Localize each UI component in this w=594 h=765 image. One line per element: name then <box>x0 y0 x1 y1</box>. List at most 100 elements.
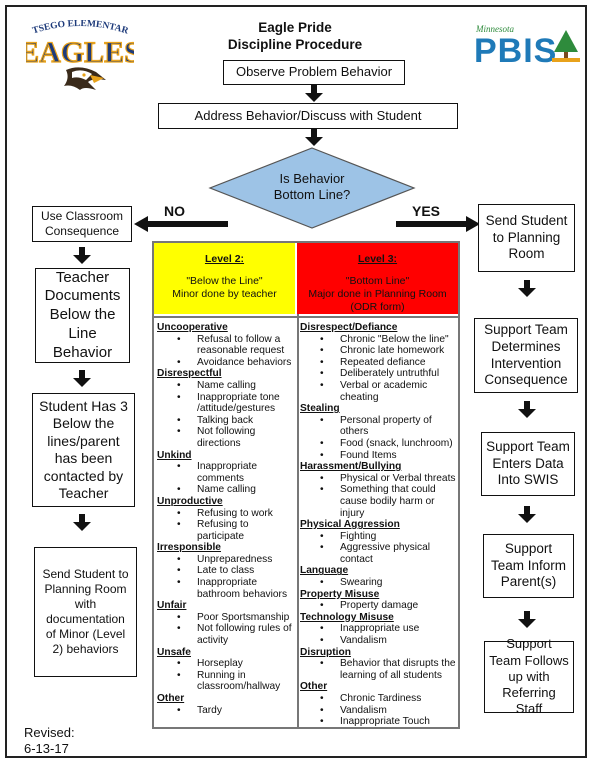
page-title: Eagle Pride Discipline Procedure <box>200 20 390 54</box>
behavior-item: Late to class <box>157 565 295 577</box>
behavior-list: HorseplayRunning in classroom/hallway <box>157 658 295 693</box>
eagles-logo: OTSEGO ELEMENTARY EAGLES <box>19 13 141 102</box>
level3-list: Disrespect/DefianceChronic "Below the li… <box>300 322 458 728</box>
left-step-4: Send Student to Planning Room with docum… <box>34 547 137 677</box>
behavior-item: Verbal or academic cheating <box>300 380 458 403</box>
right-step-3: Support Team Enters Data Into SWIS <box>481 432 575 496</box>
behavior-list: Inappropriate commentsName calling <box>157 461 295 496</box>
behavior-item: Not following directions <box>157 426 295 449</box>
behavior-list: Personal property of othersFood (snack, … <box>300 415 458 461</box>
behavior-item: Repeated defiance <box>300 357 458 369</box>
arrow-down-icon <box>305 129 323 146</box>
category-heading: Uncooperative <box>157 322 228 333</box>
page-border <box>5 5 587 758</box>
address-behavior-box: Address Behavior/Discuss with Student <box>158 103 458 129</box>
behavior-list: Poor SportsmanshipNot following rules of… <box>157 612 295 647</box>
behavior-list: FightingAggressive physical contact <box>300 531 458 566</box>
behavior-list: Tardy <box>157 705 295 717</box>
behavior-item: Poor Sportsmanship <box>157 612 295 624</box>
category-heading: Language <box>300 565 349 577</box>
logo-main-text: EAGLES <box>26 36 134 69</box>
decision-line-2: Bottom Line? <box>273 187 351 202</box>
pbis-top-text: Minnesota <box>476 24 514 34</box>
category-heading: Unproductive <box>157 495 223 507</box>
arrow-right-icon <box>396 216 480 232</box>
behavior-item: Running in classroom/hallway <box>157 670 295 693</box>
behavior-item: Avoidance behaviors <box>157 357 295 369</box>
behavior-list: Inappropriate useVandalism <box>300 623 458 646</box>
category-heading: Other <box>300 681 328 693</box>
observe-label: Observe Problem Behavior <box>235 64 393 80</box>
levels-table <box>152 241 460 729</box>
decision-diamond: Is Behavior Bottom Line? <box>208 147 416 229</box>
yes-label: YES <box>412 203 441 219</box>
category-heading: Harassment/Bullying <box>300 461 402 473</box>
behavior-list: Chronic "Below the line"Chronic late hom… <box>300 334 458 404</box>
behavior-item: Inappropriate comments <box>157 461 295 484</box>
category-heading: Stealing <box>300 403 340 415</box>
behavior-item: Deliberately untruthful <box>300 368 458 380</box>
category-heading: Other <box>157 693 185 704</box>
arrow-down-icon <box>305 85 323 102</box>
arrow-left-icon <box>134 216 228 232</box>
level3-line3: (ODR form) <box>350 301 405 313</box>
right-step-5: Support Team Follows up with Referring S… <box>484 636 574 716</box>
pbis-logo: Minnesota PBIS <box>470 24 580 84</box>
arrow-down-icon <box>73 247 91 264</box>
behavior-list: Refusal to follow a reasonable requestAv… <box>157 334 295 369</box>
arrow-down-icon <box>518 280 536 297</box>
title-line-1: Eagle Pride <box>258 20 332 35</box>
level2-title: Level 2: <box>204 253 245 265</box>
category-heading: Disrespectful <box>157 368 222 380</box>
category-heading: Unkind <box>157 449 192 461</box>
behavior-item: Horseplay <box>157 658 295 670</box>
pine-tree-icon <box>552 30 580 62</box>
no-label: NO <box>164 203 185 219</box>
behavior-list: Refusing to workRefusing to participate <box>157 508 295 543</box>
behavior-item: Not following rules of activity <box>157 623 295 646</box>
level2-column-divider <box>297 243 299 727</box>
right-step-1: Send Student to Planning Room <box>478 204 575 272</box>
level3-header: Level 3: "Bottom Line" Major done in Pla… <box>297 243 458 314</box>
behavior-item: Aggressive physical contact <box>300 542 458 565</box>
behavior-list: Property damage <box>300 600 458 612</box>
behavior-item: Vandalism <box>300 705 458 717</box>
revised-date: 6-13-17 <box>24 741 69 756</box>
category-heading: Physical Aggression <box>300 519 400 531</box>
svg-text:OTSEGO ELEMENTARY: OTSEGO ELEMENTARY <box>26 20 130 37</box>
behavior-item: Unpreparedness <box>157 554 295 566</box>
behavior-item: Chronic Tardiness <box>300 693 458 705</box>
behavior-item: Inappropriate bathroom behaviors <box>157 577 295 600</box>
level2-header: Level 2: "Below the Line" Minor done by … <box>154 243 295 314</box>
logo-top-text: OTSEGO ELEMENTARY <box>22 13 129 37</box>
behavior-list: Swearing <box>300 577 458 589</box>
behavior-item: Vandalism <box>300 635 458 647</box>
behavior-item: Physical or Verbal threats <box>300 473 458 485</box>
behavior-item: Something that could cause bodily harm o… <box>300 484 458 519</box>
left-step-3: Student Has 3 Below the lines/parent has… <box>32 393 135 507</box>
behavior-item: Talking back <box>157 415 295 427</box>
behavior-item: Inappropriate use <box>300 623 458 635</box>
level3-line1: "Bottom Line" <box>345 275 410 287</box>
title-line-2: Discipline Procedure <box>227 36 363 52</box>
category-heading: Property Misuse <box>300 588 380 600</box>
address-label: Address Behavior/Discuss with Student <box>194 107 422 123</box>
behavior-item: Tardy <box>157 705 295 717</box>
behavior-item: Inappropriate Touch <box>300 716 458 728</box>
category-heading: Unsafe <box>157 646 191 658</box>
behavior-item: Inappropriate tone /attitude/gestures <box>157 392 295 415</box>
behavior-item: Name calling <box>157 484 295 496</box>
arrow-down-icon <box>73 514 91 531</box>
behavior-item: Swearing <box>300 577 458 589</box>
behavior-item: Refusing to work <box>157 508 295 520</box>
right-step-2: Support Team Determines Intervention Con… <box>474 318 578 393</box>
level2-line2: Minor done by teacher <box>172 288 277 300</box>
pbis-main-text: PBIS <box>474 32 558 70</box>
revised-label: Revised: <box>24 725 75 740</box>
left-step-1: Use Classroom Consequence <box>32 206 132 242</box>
behavior-item: Name calling <box>157 380 295 392</box>
right-step-4: Support Team Inform Parent(s) <box>483 534 574 598</box>
level3-line2: Major done in Planning Room <box>308 288 447 300</box>
left-step-2: Teacher Documents Below the Line Behavio… <box>35 268 130 363</box>
behavior-list: UnpreparednessLate to classInappropriate… <box>157 554 295 600</box>
